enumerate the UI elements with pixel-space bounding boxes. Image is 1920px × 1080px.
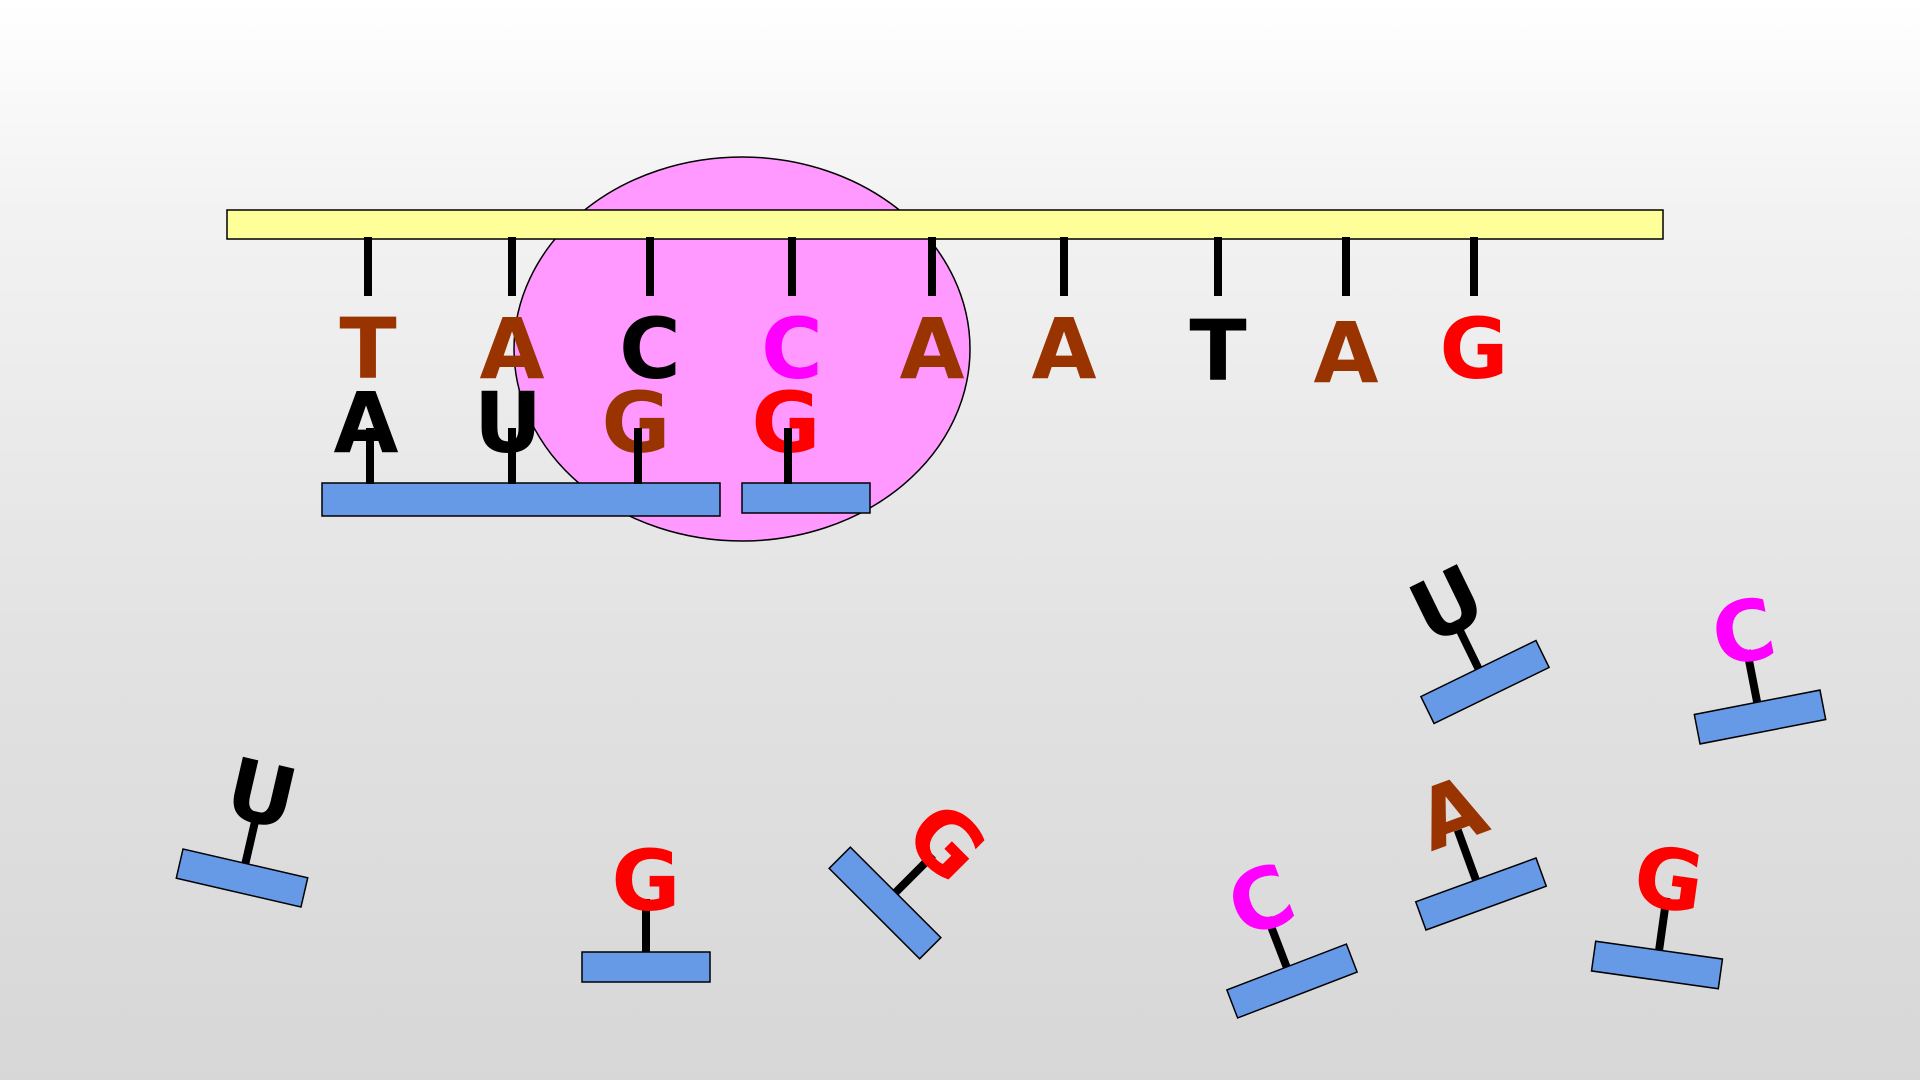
template-base: C [761, 237, 823, 398]
free-nucleotide-stick [1655, 897, 1671, 951]
template-strand-bar [226, 209, 1664, 240]
free-nucleotide-body [581, 951, 711, 983]
free-nucleotide: U [175, 739, 309, 908]
free-nucleotide-stick [1453, 828, 1480, 882]
template-base: C [619, 237, 681, 398]
paired-base: U [474, 374, 542, 484]
free-nucleotide: G [581, 832, 711, 983]
free-nucleotide-letter: C [1704, 579, 1783, 687]
template-base: A [1031, 237, 1097, 398]
free-nucleotide-letter: C [1215, 844, 1308, 958]
free-nucleotide: C [1693, 579, 1827, 745]
free-nucleotide-letter: G [612, 832, 681, 930]
free-nucleotide-stick [892, 852, 936, 896]
free-nucleotide-stick [241, 810, 262, 865]
template-base: A [899, 237, 965, 398]
free-nucleotide-stick [1451, 619, 1483, 671]
free-nucleotide-body [1414, 857, 1548, 931]
template-base: A [1313, 237, 1379, 402]
free-nucleotide: C [1215, 844, 1359, 1019]
free-nucleotide: A [1404, 756, 1548, 931]
free-nucleotide-letter: A [1404, 756, 1499, 870]
template-base-letter: A [479, 300, 544, 398]
template-base: G [1440, 237, 1509, 398]
template-base-letter: C [619, 300, 681, 398]
template-base-letter: G [1440, 300, 1509, 398]
ribosome-ellipse [513, 156, 971, 542]
template-base-letter: C [761, 300, 823, 398]
template-base-letter: A [1031, 300, 1096, 398]
free-nucleotide-letter: U [1395, 546, 1499, 664]
free-nucleotide: U [1395, 546, 1551, 725]
free-nucleotide-letter: U [217, 739, 306, 850]
paired-base: G [752, 374, 820, 484]
template-base-letter: T [1189, 302, 1246, 400]
free-nucleotide: G [1590, 827, 1724, 990]
free-nucleotide-letter: G [1628, 827, 1710, 934]
free-nucleotide-body [1590, 940, 1724, 990]
template-base-letter: T [339, 300, 396, 398]
paired-base: A [333, 374, 399, 484]
free-nucleotide-body [175, 848, 309, 908]
template-base: T [339, 237, 397, 398]
free-nucleotide-body [1225, 943, 1359, 1019]
template-base-letter: A [899, 300, 964, 398]
template-base-letter: A [1313, 304, 1378, 402]
free-nucleotide-stick [1743, 649, 1762, 704]
paired-base: G [602, 374, 670, 484]
paired-strand-bar-next [741, 482, 871, 514]
template-base: T [1189, 237, 1247, 400]
paired-strand-bar [321, 482, 721, 517]
template-base: A [479, 237, 545, 398]
free-nucleotide: G [828, 783, 1005, 960]
free-nucleotide-stick [1263, 916, 1291, 969]
